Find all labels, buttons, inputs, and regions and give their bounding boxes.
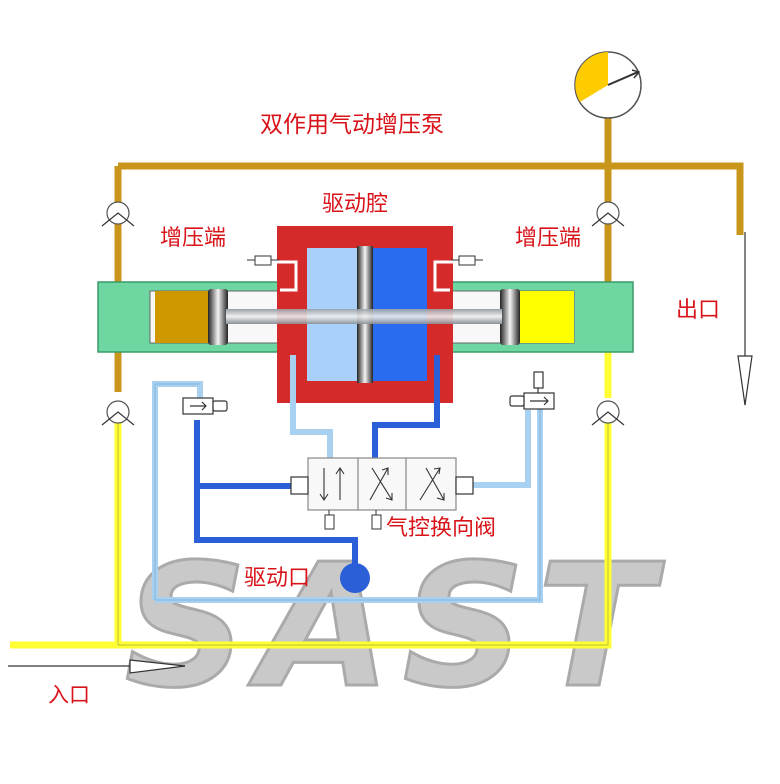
check-valve-icon — [101, 400, 135, 426]
valve-arrows-icon — [319, 467, 445, 501]
right-boost-piston — [500, 289, 520, 345]
sensor-right-icon — [458, 255, 476, 266]
check-valve-icon — [101, 201, 135, 227]
drive-port-label: 驱动口 — [244, 566, 311, 591]
check-valve-icon — [591, 400, 625, 426]
pressure-gauge-icon — [574, 51, 642, 119]
pilot-valve-left-icon — [182, 397, 228, 415]
valve-right-actuator — [455, 476, 474, 495]
title-label: 双作用气动增压泵 — [260, 112, 444, 138]
watermark-text: SAST — [125, 528, 665, 726]
left-boost-fluid — [155, 291, 210, 343]
right-boost-fluid — [518, 291, 574, 343]
drive-chamber-label: 驱动腔 — [322, 192, 389, 217]
drive-lines — [194, 355, 440, 575]
drive-right-line — [372, 355, 440, 458]
outlet-header-line — [118, 162, 744, 235]
boost-left-label: 增压端 — [160, 226, 227, 251]
left-boost-piston — [208, 289, 228, 345]
drive-housing — [226, 226, 502, 403]
pilot-drive-left — [290, 355, 333, 458]
pilot-valve-right-icon — [509, 371, 555, 410]
inlet-main-line — [114, 420, 612, 649]
outlet-label: 出口 — [676, 298, 721, 323]
directional-valve — [290, 457, 474, 530]
check-valve-icon — [591, 201, 625, 227]
valve-spring-icons — [324, 510, 382, 530]
check-valves — [101, 201, 625, 426]
boost-right-label: 增压端 — [515, 226, 582, 251]
sensor-left-icon — [254, 255, 272, 266]
sensor-icons — [247, 255, 483, 266]
valve-left-actuator — [290, 476, 309, 495]
pilot-right-line — [470, 410, 531, 488]
outlet-arrow-icon — [737, 232, 753, 406]
drive-port-icon — [340, 563, 370, 593]
drive-left-line — [194, 420, 358, 575]
valve-label: 气控换向阀 — [386, 516, 497, 541]
inlet-arrow-icon — [8, 659, 186, 674]
watermark: SAST — [123, 527, 665, 728]
inlet-label: 入口 — [48, 683, 90, 707]
